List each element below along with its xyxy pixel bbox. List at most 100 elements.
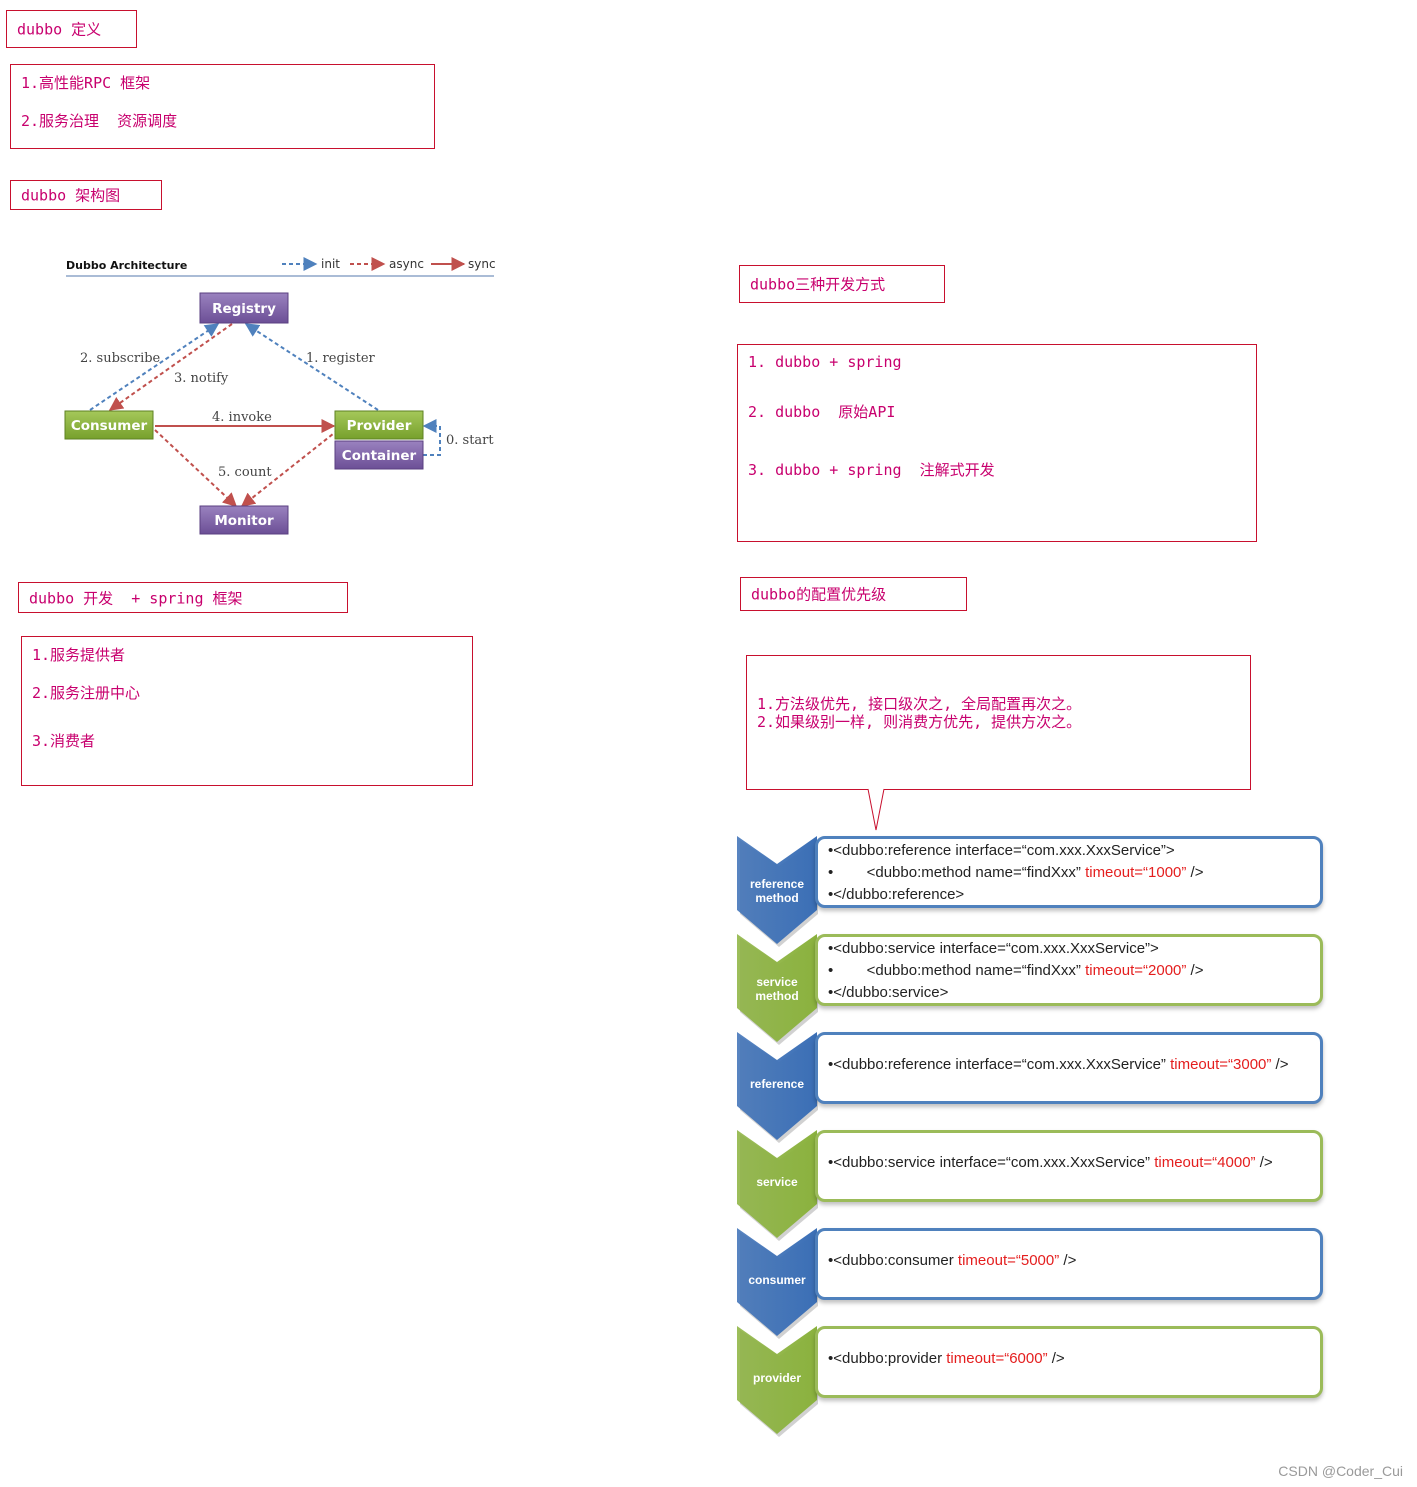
dev-spring-title: dubbo 开发 + spring 框架 (18, 582, 348, 613)
node-container: Container (334, 440, 424, 470)
priority-chevron-shape (737, 1130, 817, 1238)
config-code: •<dubbo:reference interface=“com.xxx.Xxx… (828, 1056, 1171, 1073)
node-provider: Provider (334, 410, 424, 440)
config-priority-notes: 1.方法级优先, 接口级次之, 全局配置再次之。 2.如果级别一样, 则消费方优… (746, 655, 1251, 790)
legend-init: init (321, 257, 340, 271)
priority-config-card: •<dubbo:service interface=“com.xxx.XxxSe… (815, 934, 1323, 1006)
priority-config-line: •<dubbo:consumer timeout=“5000” /> (828, 1252, 1076, 1269)
config-timeout: timeout=“6000” (946, 1350, 1048, 1367)
config-code: •</dubbo:service> (828, 984, 949, 1001)
dev-modes-item-3: 3. dubbo + spring 注解式开发 (748, 461, 995, 479)
config-code: •<dubbo:service interface=“com.xxx.XxxSe… (828, 940, 1159, 957)
dev-spring-item-3: 3.消费者 (32, 732, 96, 750)
priority-chevron (737, 836, 818, 947)
config-code-end: /> (1186, 962, 1204, 979)
config-code: •</dubbo:reference> (828, 886, 965, 903)
config-priority-title-text: dubbo的配置优先级 (751, 585, 887, 604)
architecture-title-text: dubbo 架构图 (21, 186, 121, 205)
architecture-diagram-title: Dubbo Architecture (66, 259, 187, 272)
edge-start (422, 419, 441, 456)
priority-config-line: • <dubbo:method name=“findXxx” timeout=“… (828, 962, 1203, 979)
config-timeout: timeout=“2000” (1085, 962, 1187, 979)
dev-modes-item-1: 1. dubbo + spring (748, 353, 902, 371)
priority-config-line: •<dubbo:service interface=“com.xxx.XxxSe… (828, 1154, 1273, 1171)
config-code-end: /> (1271, 1056, 1289, 1073)
config-code: •<dubbo:reference interface=“com.xxx.Xxx… (828, 842, 1175, 859)
priority-config-line: •</dubbo:service> (828, 984, 948, 1001)
config-code: •<dubbo:provider (828, 1350, 947, 1367)
definition-title: dubbo 定义 (6, 10, 137, 48)
priority-chevron-shape (737, 836, 817, 944)
priority-config-card: •<dubbo:service interface=“com.xxx.XxxSe… (815, 1130, 1323, 1202)
priority-config-card: •<dubbo:consumer timeout=“5000” /> (815, 1228, 1323, 1300)
dev-spring-item-1: 1.服务提供者 (32, 646, 126, 664)
edge-label-start: 0. start (446, 433, 494, 448)
config-code-end: /> (1255, 1154, 1273, 1171)
priority-config-line: •<dubbo:reference interface=“com.xxx.Xxx… (828, 842, 1175, 859)
dev-modes-title-text: dubbo三种开发方式 (750, 275, 886, 294)
priority-config-line: • <dubbo:method name=“findXxx” timeout=“… (828, 864, 1203, 881)
config-code-end: /> (1047, 1350, 1065, 1367)
node-registry-label: Registry (212, 301, 276, 317)
config-timeout: timeout=“5000” (957, 1252, 1060, 1269)
priority-chevron (737, 1228, 818, 1339)
config-priority-title: dubbo的配置优先级 (740, 577, 967, 611)
config-timeout: timeout=“3000” (1170, 1056, 1272, 1073)
config-code-end: /> (1186, 864, 1204, 881)
node-container-label: Container (342, 448, 417, 464)
config-timeout: timeout=“1000” (1085, 864, 1187, 881)
node-monitor: Monitor (199, 505, 289, 535)
config-code: •<dubbo:service interface=“com.xxx.XxxSe… (828, 1154, 1155, 1171)
dev-spring-box: 1.服务提供者 2.服务注册中心 3.消费者 (21, 636, 473, 786)
priority-level-label: service (756, 1175, 798, 1189)
definition-title-text: dubbo 定义 (17, 20, 102, 39)
definition-item-1: 1.高性能RPC 框架 (21, 74, 151, 92)
dev-modes-box: 1. dubbo + spring 2. dubbo 原始API 3. dubb… (737, 344, 1257, 542)
priority-chevron (737, 934, 818, 1045)
node-consumer: Consumer (64, 410, 154, 440)
dev-spring-title-text: dubbo 开发 + spring 框架 (29, 589, 243, 607)
architecture-title: dubbo 架构图 (10, 180, 162, 210)
priority-chevron (737, 1326, 818, 1437)
edge-notify (108, 323, 233, 411)
config-priority-note-2: 2.如果级别一样, 则消费方优先, 提供方次之。 (757, 713, 1082, 731)
legend-async: async (389, 257, 424, 271)
node-registry: Registry (199, 292, 289, 324)
edge-label-invoke: 4. invoke (212, 410, 272, 425)
config-timeout: timeout=“4000” (1154, 1154, 1256, 1171)
priority-config-line: •<dubbo:service interface=“com.xxx.XxxSe… (828, 940, 1159, 957)
edge-label-notify: 3. notify (174, 371, 229, 386)
priority-level-reference: reference •<dubbo:reference interface=“co… (737, 1032, 1327, 1144)
config-priority-note-1: 1.方法级优先, 接口级次之, 全局配置再次之。 (757, 695, 1082, 713)
priority-chevron-shape (737, 1032, 817, 1140)
edge-label-count: 5. count (218, 465, 272, 480)
priority-chevron-shape (737, 934, 817, 1042)
priority-level-consumer: consumer •<dubbo:consumer timeout=“5000” … (737, 1228, 1327, 1340)
priority-config-line: •<dubbo:reference interface=“com.xxx.Xxx… (828, 1056, 1289, 1073)
dev-spring-item-2: 2.服务注册中心 (32, 684, 141, 702)
config-code-end: /> (1059, 1252, 1077, 1269)
callout-tail (867, 788, 885, 831)
node-provider-label: Provider (347, 418, 412, 434)
priority-chevron-shape (737, 1326, 817, 1434)
priority-config-line: •</dubbo:reference> (828, 886, 964, 903)
priority-config-card: •<dubbo:reference interface=“com.xxx.Xxx… (815, 836, 1323, 908)
config-code: • <dubbo:method name=“findXxx” (828, 962, 1086, 979)
dev-modes-item-2: 2. dubbo 原始API (748, 403, 896, 421)
edge-count-consumer (154, 429, 238, 507)
priority-level-label: provider (752, 1371, 801, 1385)
config-code: •<dubbo:consumer (828, 1252, 958, 1269)
edge-label-subscribe: 2. subscribe (80, 351, 161, 366)
priority-level-service: service •<dubbo:service interface=“com.xx… (737, 1130, 1327, 1242)
edge-label-register: 1. register (306, 351, 376, 366)
priority-level-label: reference (749, 1077, 805, 1091)
definition-box: 1.高性能RPC 框架 2.服务治理 资源调度 (10, 64, 435, 149)
priority-level-label: consumer (748, 1273, 806, 1287)
priority-config-line: •<dubbo:provider timeout=“6000” /> (828, 1350, 1065, 1367)
priority-chevron (737, 1130, 818, 1241)
priority-level-provider: provider •<dubbo:provider timeout=“6000” … (737, 1326, 1327, 1438)
